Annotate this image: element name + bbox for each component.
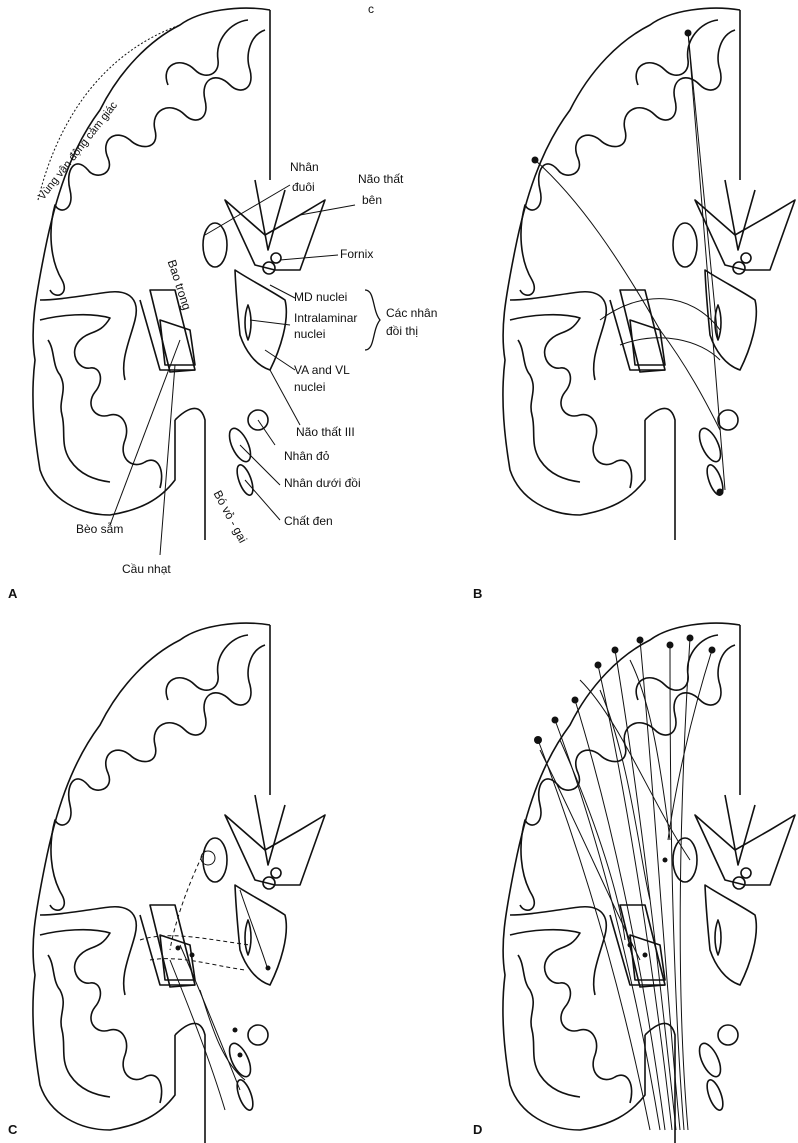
label-intralaminar-1: Intralaminar	[294, 311, 357, 325]
label-nao-that-ben-1: Não thất	[358, 172, 403, 186]
label-va-vl-1: VA and VL	[294, 363, 350, 377]
label-cac-nhan-2: đồi thị	[386, 324, 418, 338]
label-nhan-do: Nhân đỏ	[284, 449, 329, 463]
panel-c-drawing	[33, 623, 325, 1143]
label-cac-nhan-1: Các nhân	[386, 306, 437, 320]
panel-label-d: D	[473, 1122, 482, 1137]
panel-label-b: B	[473, 586, 482, 601]
label-intralaminar-2: nuclei	[294, 327, 325, 341]
panel-d-drawing	[503, 623, 795, 1143]
label-nhan-duoi-1: Nhân	[290, 160, 319, 174]
label-nhan-duoi-2: đuôi	[292, 180, 315, 194]
label-beo-sam: Bèo sẫm	[76, 522, 123, 536]
label-md-nuclei: MD nuclei	[294, 290, 347, 304]
panel-label-a: A	[8, 586, 17, 601]
panel-label-c: C	[8, 1122, 17, 1137]
label-cau-nhat: Cầu nhạt	[122, 562, 171, 576]
label-nhan-duoi-doi: Nhân dưới đồi	[284, 476, 361, 490]
label-fornix: Fornix	[340, 247, 373, 261]
panel-a-drawing	[33, 8, 380, 555]
top-mark: c	[368, 2, 374, 16]
label-va-vl-2: nuclei	[294, 380, 325, 394]
label-chat-den: Chất đen	[284, 514, 333, 528]
panel-b-drawing	[503, 8, 795, 540]
label-nao-that-ben-2: bên	[362, 193, 382, 207]
label-nao-that-iii: Não thất III	[296, 425, 355, 439]
